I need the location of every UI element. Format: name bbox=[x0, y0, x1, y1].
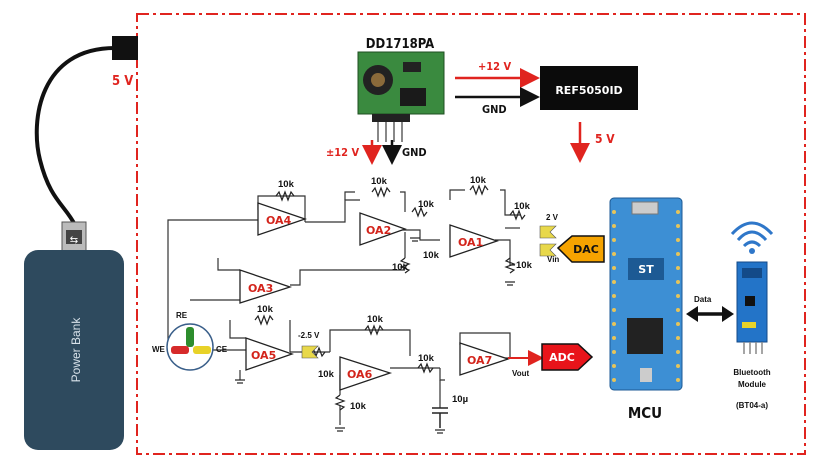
reference-chip bbox=[540, 66, 638, 110]
r-oa4-label: 10k bbox=[278, 179, 295, 190]
re-label: RE bbox=[176, 311, 188, 320]
bt-line1: Bluetooth bbox=[733, 368, 770, 377]
c-oa7-label: 10µ bbox=[452, 394, 468, 405]
adc-tag: ADC bbox=[508, 343, 594, 371]
usb-voltage-label: 5 V bbox=[112, 74, 133, 89]
svg-text:⇆: ⇆ bbox=[70, 235, 78, 246]
usb-cable: ⇆ bbox=[34, 36, 138, 253]
v2-label: 2 V bbox=[546, 213, 559, 222]
svg-text:OA1: OA1 bbox=[458, 236, 483, 249]
mcu-label: MCU bbox=[628, 404, 662, 422]
opamp-oa7: OA7 bbox=[459, 342, 511, 376]
vout-label: Vout bbox=[512, 369, 530, 378]
system-frame bbox=[136, 13, 806, 455]
r-oa1-gnd-label: 10k bbox=[516, 260, 533, 271]
gnd-label-top: GND bbox=[482, 103, 507, 116]
svg-text:OA7: OA7 bbox=[467, 354, 492, 367]
electrode-sensor bbox=[166, 323, 214, 371]
reference-name: REF5050ID bbox=[555, 84, 622, 97]
data-link-arrow bbox=[686, 306, 734, 322]
r-oa1-in-label: 10k bbox=[514, 201, 531, 212]
r-oa6-gnd-label: 10k bbox=[350, 401, 367, 412]
opamp-oa5: OA5 bbox=[245, 337, 294, 371]
gnd-label-bottom: GND bbox=[402, 146, 427, 159]
svg-text:OA2: OA2 bbox=[366, 224, 391, 237]
power-bank: Power Bank bbox=[24, 250, 124, 450]
opamp-oa6: OA6 bbox=[339, 356, 393, 391]
power-bank-label: Power Bank bbox=[69, 317, 83, 383]
ground-symbols bbox=[235, 237, 515, 434]
circuit-wires bbox=[167, 189, 540, 425]
svg-text:ST: ST bbox=[638, 263, 654, 276]
bt-line3: (BT04-a) bbox=[736, 401, 768, 410]
opamp-oa4: OA4 bbox=[257, 202, 308, 236]
data-label: Data bbox=[694, 295, 712, 304]
resistors bbox=[254, 184, 526, 411]
bt-line2: Module bbox=[738, 380, 767, 389]
svg-text:DAC: DAC bbox=[573, 243, 599, 256]
svg-text:OA6: OA6 bbox=[347, 368, 373, 381]
r-oa2-div-label: 10k bbox=[392, 262, 409, 273]
pm12-label: ±12 V bbox=[326, 146, 360, 159]
bluetooth-module bbox=[730, 221, 774, 354]
r-oa2-in-label: 10k bbox=[418, 199, 435, 210]
neg25-label: -2.5 V bbox=[298, 331, 320, 340]
mcu-board: ST bbox=[609, 197, 683, 391]
we-label: WE bbox=[152, 345, 166, 354]
opamp-oa1: OA1 bbox=[449, 224, 500, 258]
converter-name: DD1718PA bbox=[366, 37, 434, 52]
r-oa1-fb-label: 10k bbox=[470, 175, 487, 186]
r-oa2-mid-label: 10k bbox=[423, 250, 440, 261]
converter-module bbox=[357, 51, 445, 142]
pos12-label: +12 V bbox=[478, 60, 512, 73]
r-oa7-label: 10k bbox=[418, 353, 435, 364]
svg-text:OA3: OA3 bbox=[248, 282, 273, 295]
opamp-oa3: OA3 bbox=[239, 269, 293, 304]
r-oa2-fb-label: 10k bbox=[371, 176, 388, 187]
svg-text:OA5: OA5 bbox=[251, 349, 276, 362]
r-oa6-in-label: 10k bbox=[318, 369, 335, 380]
r-oa6-fb-label: 10k bbox=[367, 314, 384, 325]
vin-label: Vin bbox=[547, 255, 559, 264]
ref-5v-label: 5 V bbox=[595, 132, 615, 146]
ce-label: CE bbox=[216, 345, 228, 354]
svg-text:ADC: ADC bbox=[549, 351, 575, 364]
r-oa5-label: 10k bbox=[257, 304, 274, 315]
capacitor bbox=[432, 407, 448, 428]
dac-tag: DAC bbox=[556, 235, 605, 263]
opamp-oa2: OA2 bbox=[359, 212, 407, 246]
svg-text:OA4: OA4 bbox=[266, 214, 292, 227]
